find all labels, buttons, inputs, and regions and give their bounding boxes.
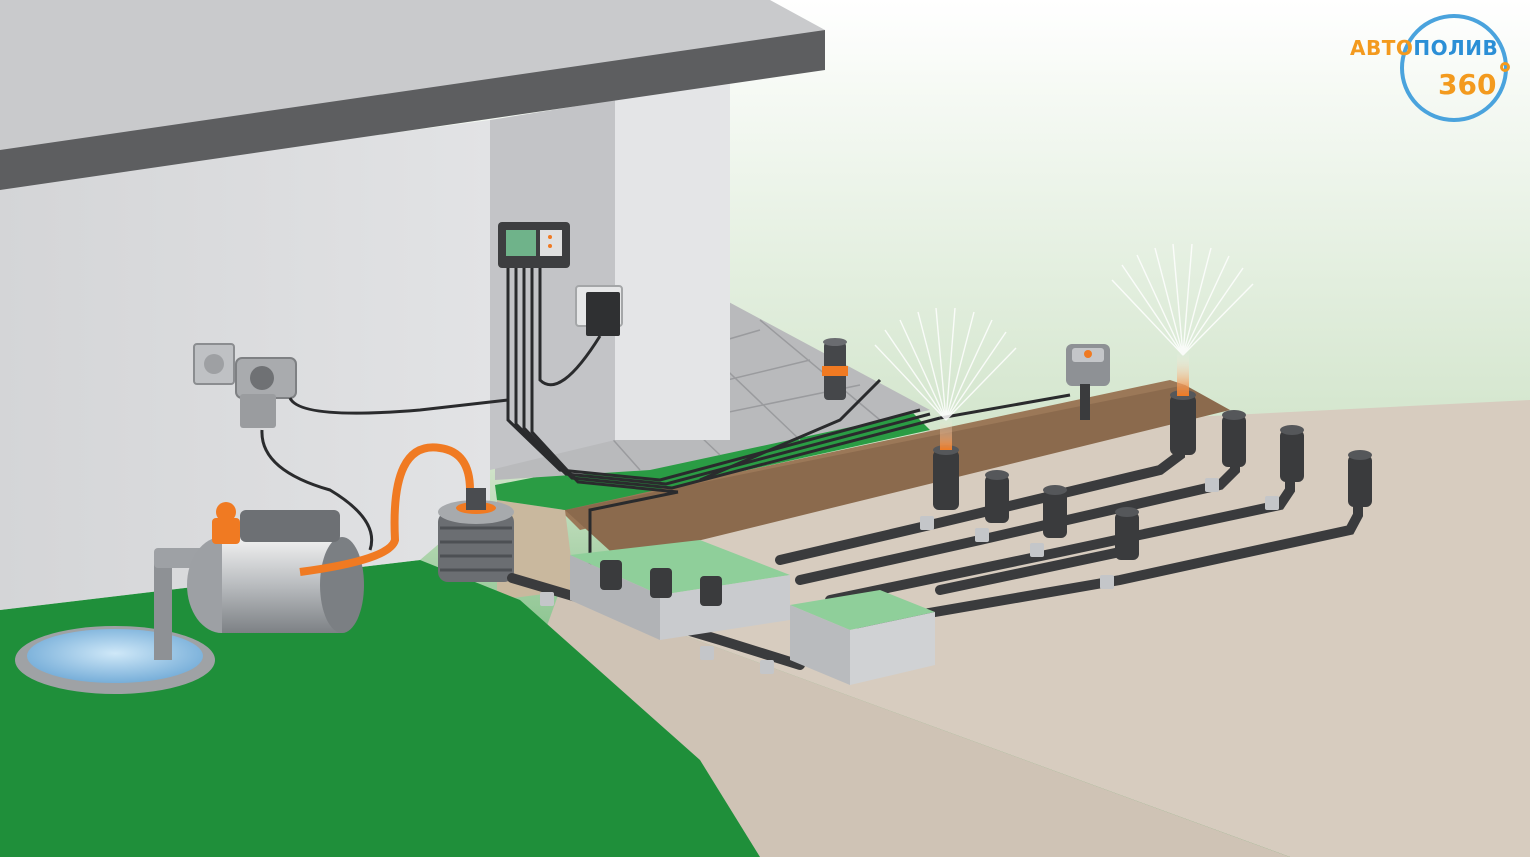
soil-trench: [565, 385, 1230, 560]
house-alcove-side: [615, 80, 730, 440]
irrigation-controller: [498, 222, 570, 268]
water-outlet-post: [822, 338, 848, 400]
logo-number: 360: [1438, 68, 1497, 101]
roof-edge: [0, 30, 825, 190]
wall-socket: [193, 343, 297, 428]
sprinkler-heads: [933, 395, 1372, 560]
control-cables: [260, 268, 1071, 570]
autopoliv-360-logo: АВТОПОЛИВ 360: [1350, 14, 1510, 124]
rain-sensor-module: [575, 285, 623, 336]
valve-box-1: [570, 540, 790, 640]
valve-box-2: [790, 590, 935, 685]
lawn-foreground: [0, 560, 760, 857]
moisture-sensor: [1066, 344, 1110, 420]
water-pump: [154, 502, 364, 660]
logo-word-part2: ПОЛИВ: [1413, 36, 1499, 60]
sprinkler-nozzle-2: [1177, 352, 1189, 396]
logo-word-part1: АВТО: [1350, 36, 1414, 60]
logo-wordmark: АВТОПОЛИВ: [1350, 36, 1498, 60]
pipe-connectors: [540, 478, 1279, 674]
degree-icon: [1500, 62, 1510, 72]
sprinkler-spray-2: [1111, 243, 1254, 356]
house-alcove-back: [490, 100, 615, 470]
pump-hose: [299, 443, 474, 576]
sprinkler-spray-1: [874, 307, 1017, 421]
water-well: [15, 626, 215, 694]
filter-unit: [438, 488, 514, 582]
sprinkler-nozzle-1: [940, 418, 952, 450]
